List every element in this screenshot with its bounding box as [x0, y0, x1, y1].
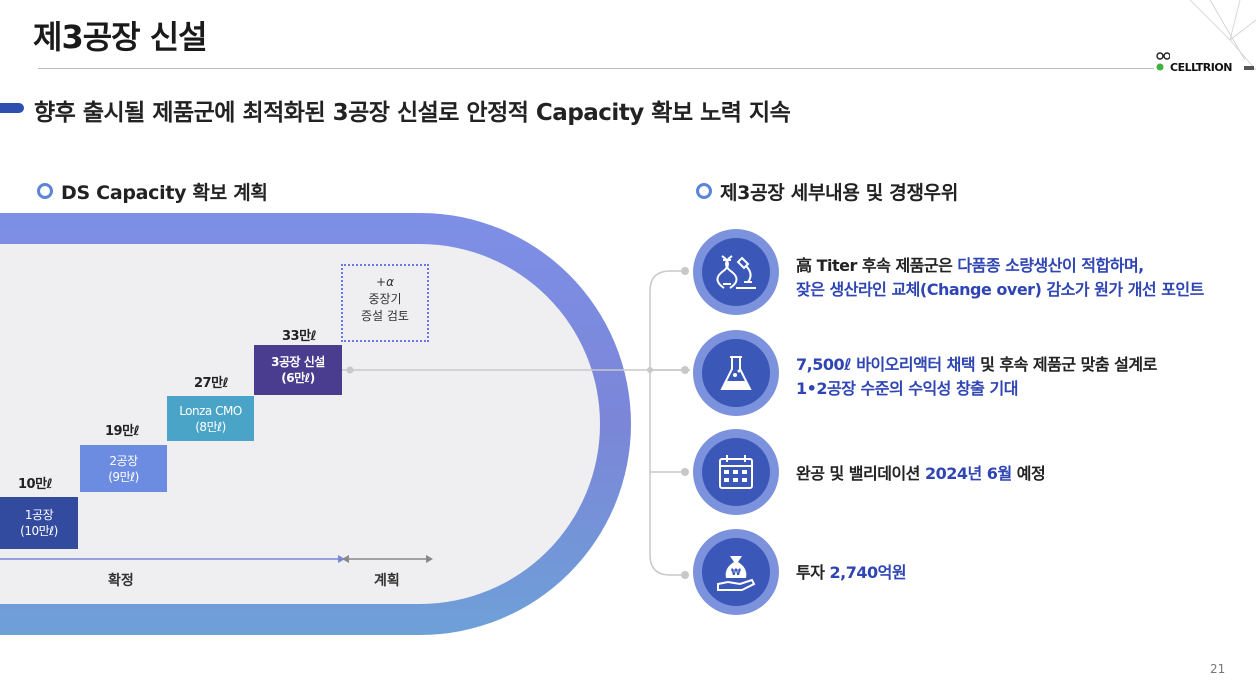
future-expansion-box: +α 중장기 증설 검토 [341, 264, 429, 342]
step-capacity: (9만ℓ) [108, 469, 139, 484]
step-plant3: 3공장 신설 (6만ℓ) [254, 345, 342, 395]
item-4-highlight: 2,740억원 [829, 563, 907, 582]
calendar-icon [719, 455, 753, 489]
step-plant2: 2공장 (9만ℓ) [80, 445, 167, 492]
step-label: 3공장 신설 [271, 355, 325, 369]
item-2-line2: 1•2공장 수준의 수익성 창출 기대 [796, 379, 1018, 398]
item-2-line1c: 및 후속 제품군 맞춤 설계로 [975, 355, 1157, 374]
item-3-line1a: 완공 및 밸리데이션 [796, 464, 925, 483]
item-icon-circle [693, 330, 779, 416]
celltrion-logo: CELLTRION [1170, 61, 1232, 74]
item-icon-circle [693, 229, 779, 315]
item-1-line2: 잦은 생산라인 교체(Change over) 감소가 원가 개선 포인트 [796, 280, 1204, 299]
step-plant1: 1공장 (10만ℓ) [0, 497, 78, 549]
alpha-symbol: +α [376, 275, 394, 289]
item-1-highlight: 다품종 소량생산이 적합하며, [957, 256, 1144, 275]
axis-confirmed: 확정 [108, 573, 134, 589]
page-number: 21 [1210, 662, 1226, 676]
logo-bar [1244, 66, 1254, 70]
section-bullet-icon [696, 183, 712, 199]
axis-planned: 계획 [374, 573, 400, 589]
left-section-title: DS Capacity 확보 계획 [61, 182, 268, 204]
step-capacity: (6만ℓ) [281, 371, 315, 385]
capacity-label: 19만ℓ [105, 424, 140, 439]
alpha-line1: 중장기 [368, 292, 402, 306]
dna-microscope-icon [716, 255, 756, 289]
section-bullet-icon [37, 183, 53, 199]
capacity-label: 27만ℓ [194, 376, 229, 391]
item-3-line1c: 예정 [1011, 464, 1046, 483]
connector-lines [647, 267, 689, 579]
capacity-label: 10만ℓ [18, 477, 53, 492]
step-lonza-cmo: Lonza CMO (8만ℓ) [167, 396, 254, 441]
item-icon-circle [693, 429, 779, 515]
subtitle-marker [0, 103, 24, 113]
step-label: Lonza CMO [179, 403, 242, 418]
alpha-line2: 증설 검토 [361, 309, 409, 323]
item-3-highlight: 2024년 6월 [924, 464, 1012, 483]
item-1-text: 高 Titer 후속 제품군은 다품종 소량생산이 적합하며, 잦은 생산라인 … [796, 254, 1204, 302]
capacity-label: 33만ℓ [282, 329, 317, 344]
item-2-highlight: 7,500ℓ 바이오리액터 채택 [796, 355, 976, 374]
item-4-line1a: 투자 [796, 563, 830, 582]
svg-text:₩: ₩ [731, 568, 741, 578]
capacity-track [0, 213, 690, 635]
page-title: 제3공장 신설 [33, 18, 208, 56]
right-section-title: 제3공장 세부내용 및 경쟁우위 [720, 182, 959, 204]
celltrion-logo-icon [1156, 52, 1170, 71]
decorative-lines [1189, 0, 1256, 71]
step-label: 1공장 [24, 508, 54, 522]
subtitle: 향후 출시될 제품군에 최적화된 3공장 신설로 안정적 Capacity 확보… [34, 100, 791, 126]
item-icon-circle: ₩ [693, 529, 779, 615]
title-divider [38, 68, 1154, 69]
item-1-line1a: 高 Titer 후속 제품군은 [796, 256, 958, 275]
item-3-text: 완공 및 밸리데이션 2024년 6월 예정 [796, 462, 1046, 486]
flask-icon [720, 356, 752, 390]
step-label: 2공장 [109, 453, 138, 468]
step-capacity: (8만ℓ) [195, 419, 226, 434]
money-bag-icon: ₩ [717, 556, 756, 591]
item-2-text: 7,500ℓ 바이오리액터 채택 및 후속 제품군 맞춤 설계로 1•2공장 수… [796, 353, 1157, 401]
step-capacity: (10만ℓ) [20, 524, 58, 538]
item-4-text: 투자 2,740억원 [796, 561, 907, 585]
